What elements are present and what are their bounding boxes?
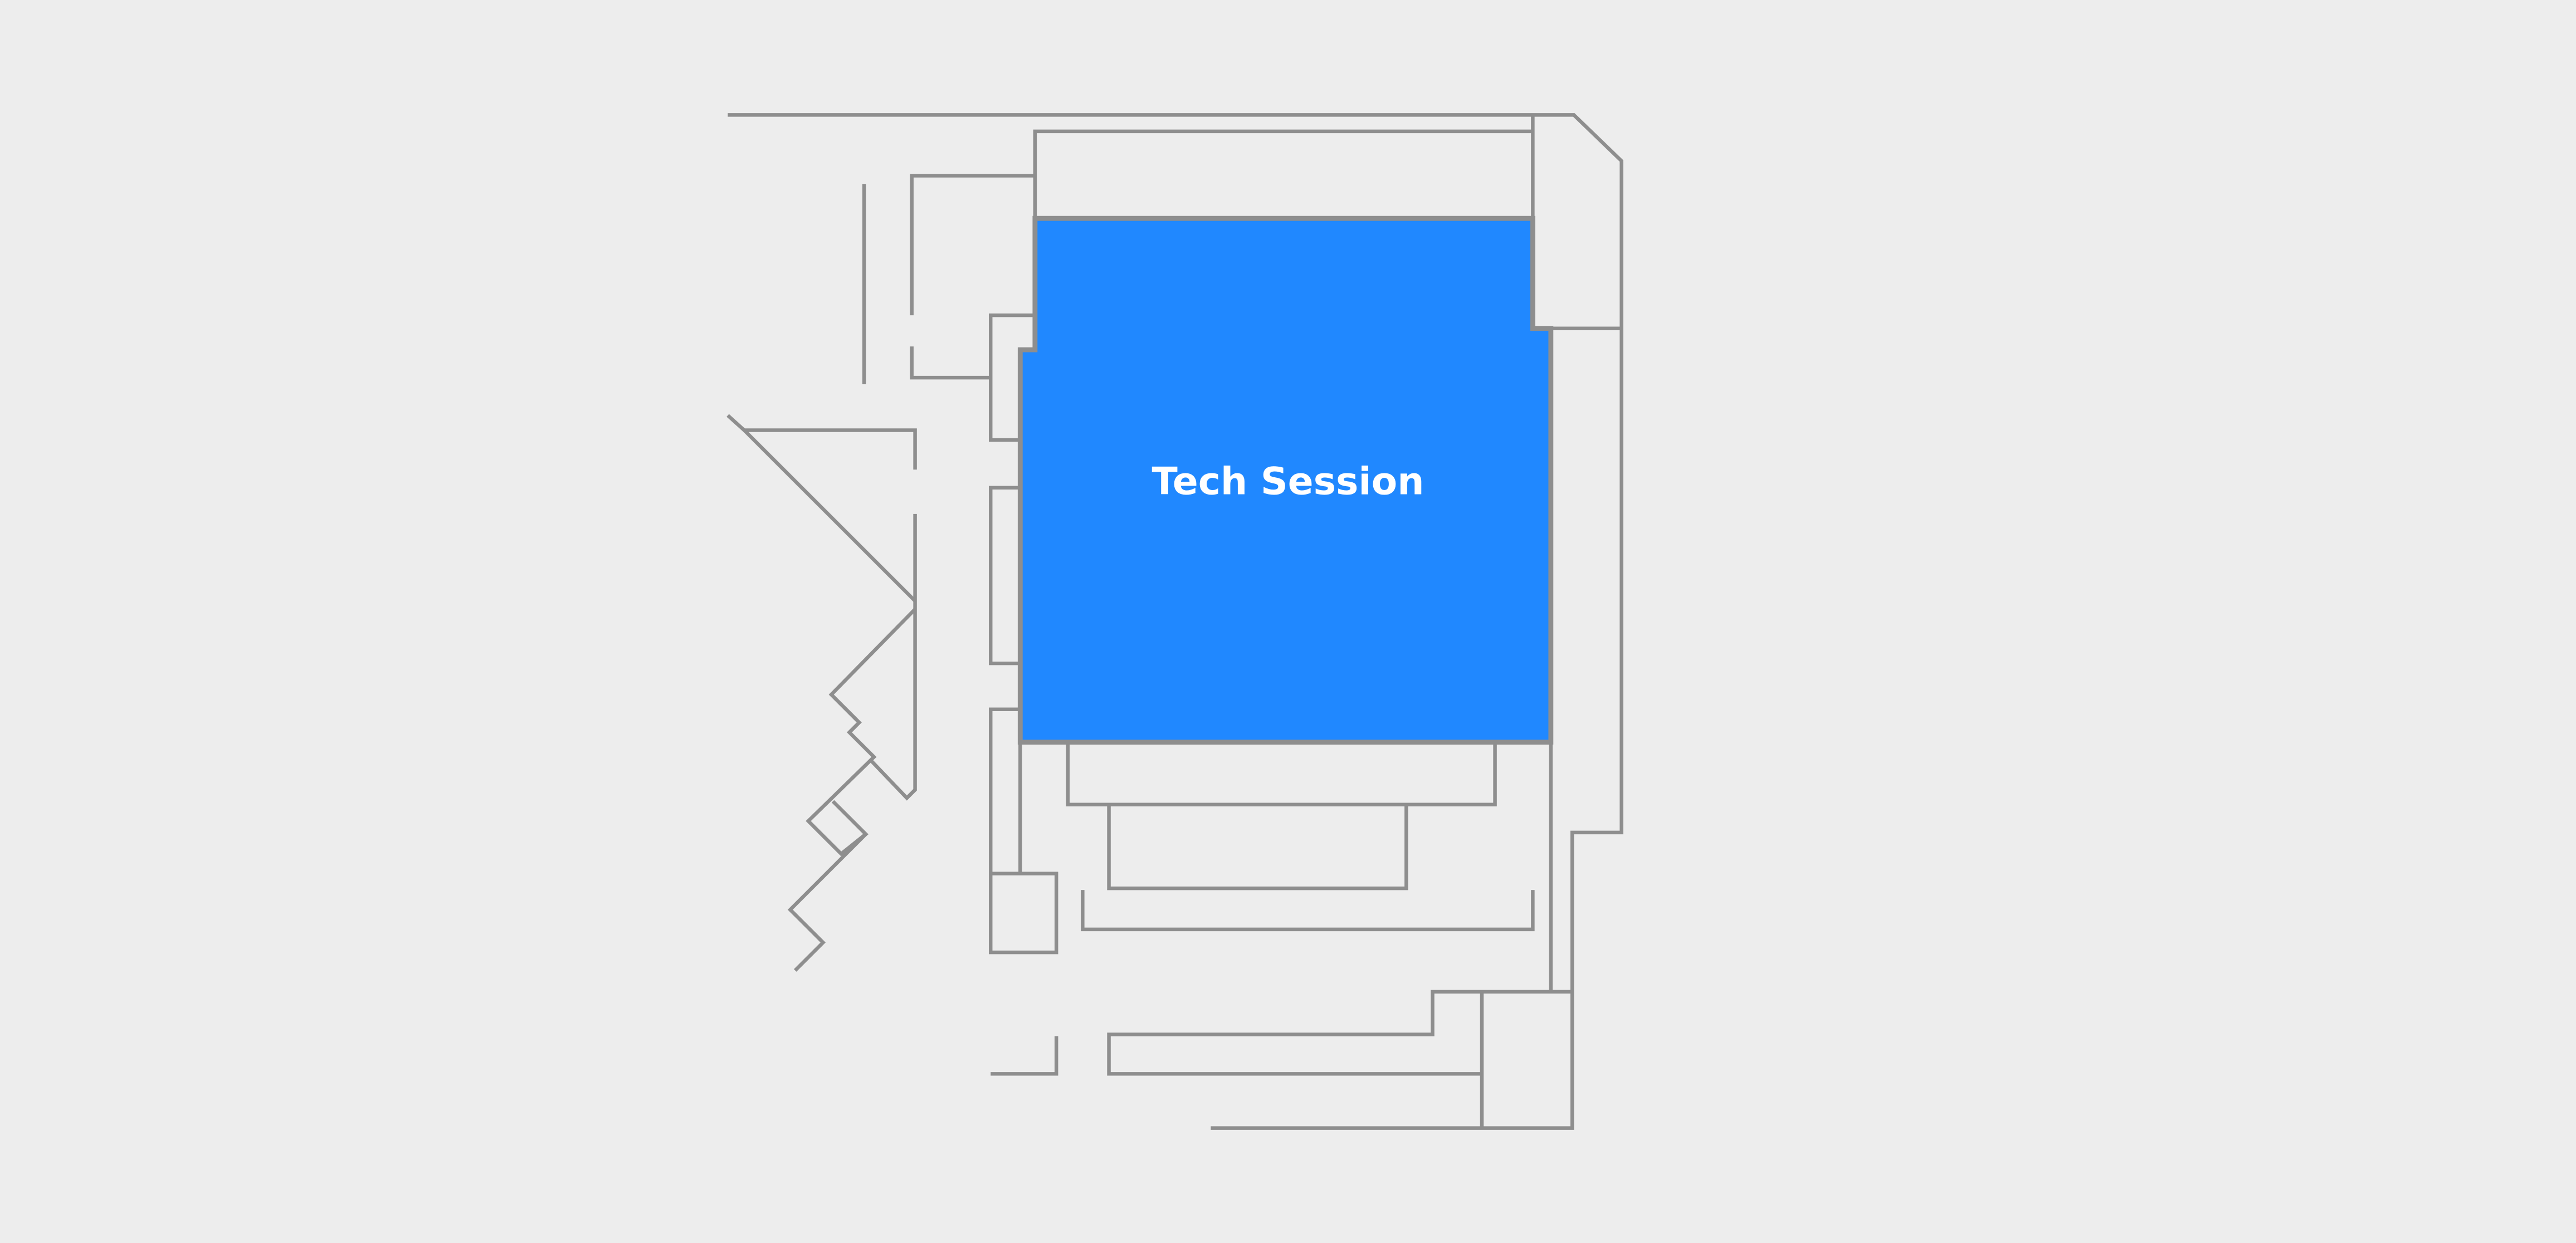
wall-bottom-step <box>1107 990 1573 1076</box>
wall-left-bracket-bottom <box>910 346 991 380</box>
wall-upper-room <box>1033 129 1533 219</box>
wall-lower-bracket <box>1081 890 1535 932</box>
tech-session-room[interactable] <box>1017 216 1554 745</box>
tech-session-label: Tech Session <box>1152 459 1424 503</box>
wall-diagonal-vertical <box>869 513 917 801</box>
wall-corridor-a <box>988 313 1035 442</box>
wall-top-outer <box>728 113 1623 1130</box>
wall-diagonal-top <box>726 414 917 470</box>
wall-left-bracket-top <box>910 174 1035 316</box>
wall-corridor-c <box>988 707 1058 955</box>
wall-diagonal-long <box>743 429 916 603</box>
floor-plan-walls <box>726 113 1623 1130</box>
wall-corridor-b <box>988 486 1021 665</box>
highlighted-room[interactable]: Tech Session <box>1017 216 1554 745</box>
wall-lower-room-inner <box>1107 804 1408 890</box>
wall-lower-room-outer <box>1066 742 1497 806</box>
wall-zigzag-lower <box>787 833 867 972</box>
wall-bottom-left <box>991 1036 1058 1076</box>
